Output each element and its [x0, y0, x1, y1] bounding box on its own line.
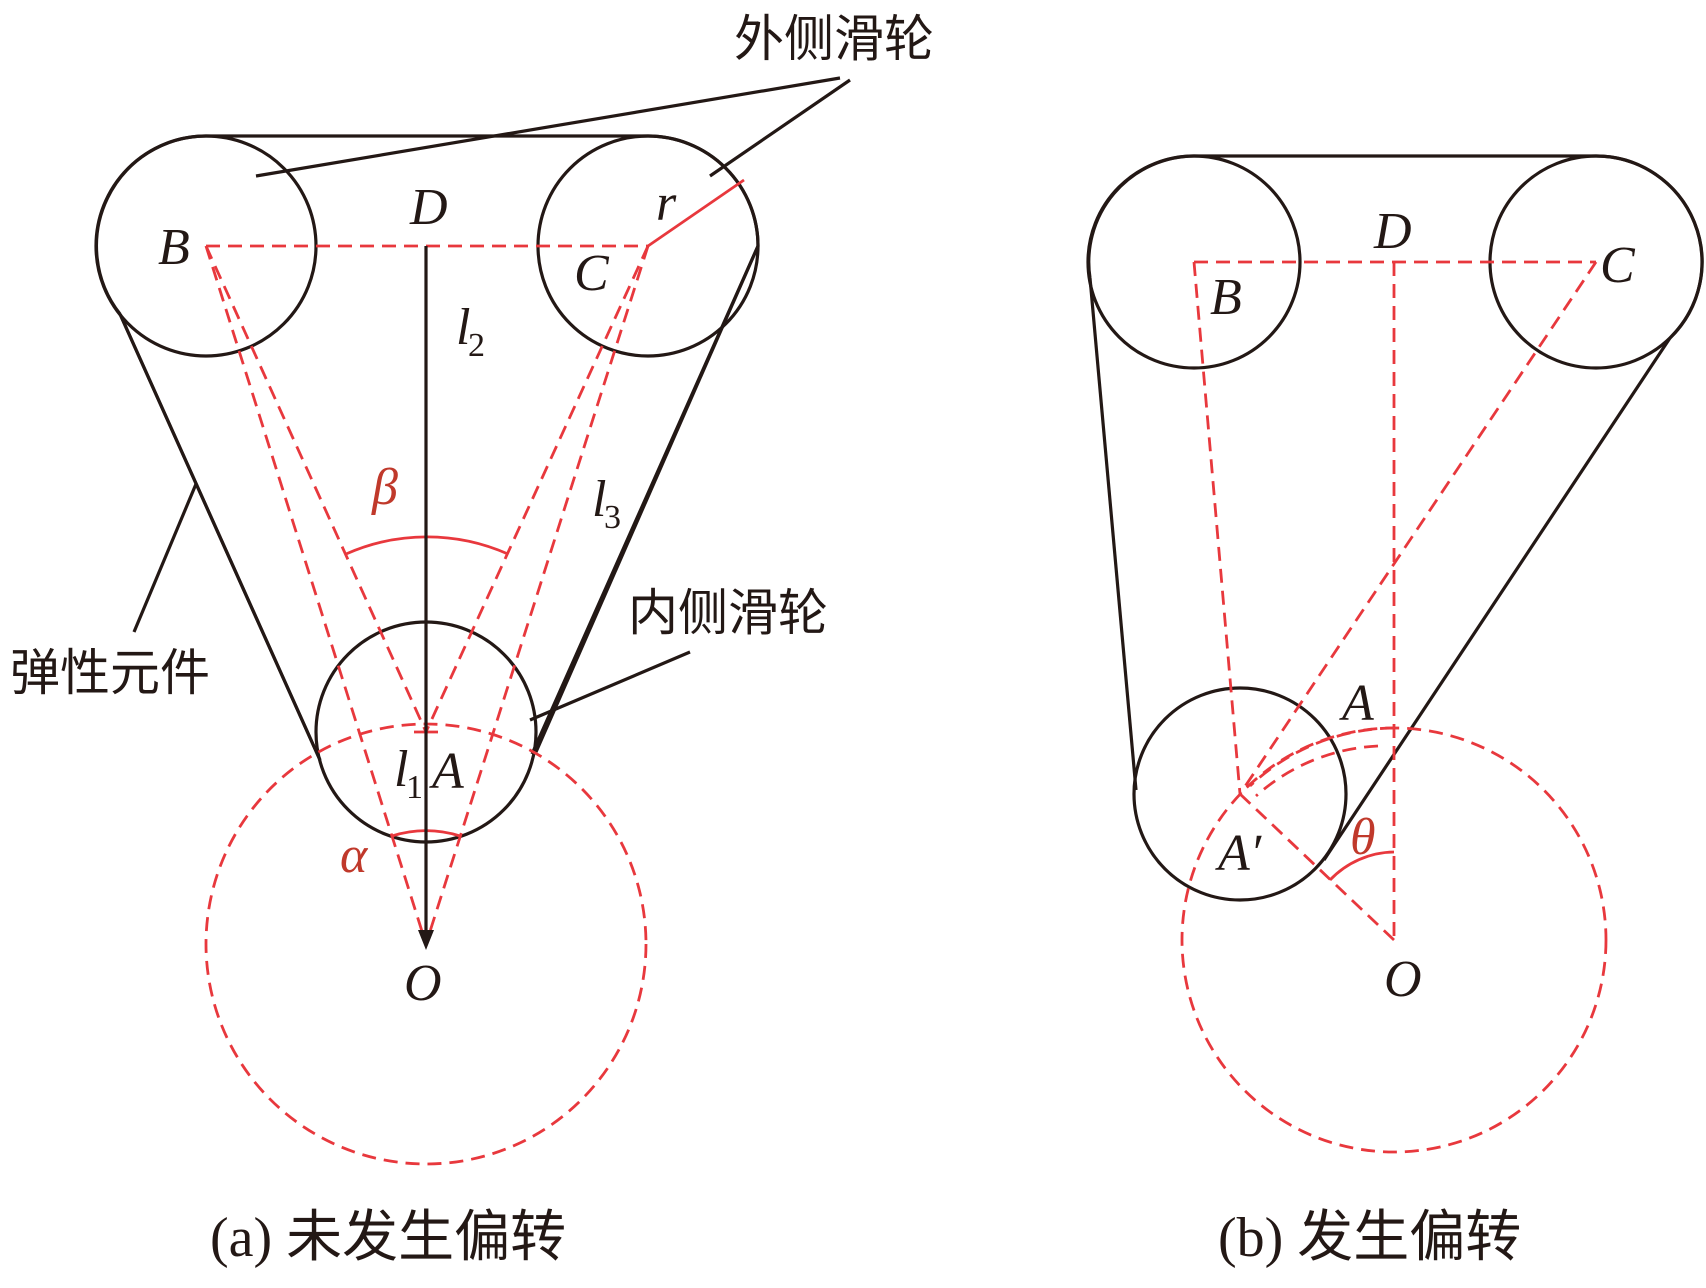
panel-b: B D C A A′ θ O (b) 发生偏转: [1086, 154, 1704, 1269]
label-c: C: [574, 245, 610, 302]
leader-inner: [529, 650, 691, 722]
label-a: A: [429, 743, 464, 800]
belt-left-wrap: [94, 134, 207, 315]
label-l2: l: [456, 299, 470, 356]
leader-elastic: [132, 483, 198, 633]
axis-arrow: [418, 930, 434, 950]
belt-right-wrap-b: [1595, 154, 1704, 340]
label-b: B: [158, 219, 190, 276]
leader-outer-right: [709, 78, 851, 178]
belt-right-tangent: [534, 245, 760, 753]
motion-arc-b: [1249, 726, 1395, 788]
theta-arc: [1328, 850, 1395, 881]
caption-b: (b) 发生偏转: [1218, 1207, 1521, 1269]
line-ca-prime: [1238, 261, 1598, 795]
label-b-b: B: [1210, 269, 1242, 326]
line-oa-prime: [1239, 792, 1395, 942]
label-theta: θ: [1350, 809, 1376, 866]
radius-r: [647, 178, 745, 248]
motion-arc-inner-b: [1255, 744, 1379, 798]
line-ba-prime: [1192, 261, 1242, 795]
inner-pulley-a-b: [1132, 686, 1348, 902]
label-alpha: α: [340, 827, 369, 884]
label-o: O: [404, 955, 442, 1012]
belt-left-tangent-b: [1088, 277, 1138, 791]
caption-a: (a) 未发生偏转: [210, 1207, 566, 1269]
leader-outer-left: [255, 76, 841, 178]
belt-right-tangent-b: [1322, 337, 1672, 861]
label-l1: l: [394, 741, 408, 798]
line-bo: [204, 245, 428, 945]
belt-left-wrap-b: [1087, 154, 1195, 279]
callout-elastic-element: 弹性元件: [10, 644, 210, 702]
label-a-b: A: [1339, 675, 1374, 732]
label-a-prime: A′: [1215, 825, 1263, 882]
label-l3: l: [592, 471, 606, 528]
panel-a: B D C r l 2 l 3 β l 1 A α O 外侧滑轮 内侧滑轮 弹性…: [10, 10, 934, 1269]
label-r: r: [656, 175, 677, 232]
line-co: [424, 245, 650, 945]
label-o-b: O: [1384, 951, 1422, 1008]
label-d-b: D: [1373, 203, 1412, 260]
callout-outer-pulley: 外侧滑轮: [734, 10, 934, 68]
label-beta: β: [371, 459, 398, 516]
line-ca: [424, 245, 650, 733]
label-l3-sub: 3: [604, 499, 621, 536]
label-l1-sub: 1: [406, 769, 423, 806]
label-c-b: C: [1600, 237, 1636, 294]
callout-inner-pulley: 内侧滑轮: [628, 584, 828, 642]
line-ba: [204, 245, 428, 733]
belt-left-tangent: [118, 313, 322, 761]
label-l2-sub: 2: [468, 327, 485, 364]
label-d: D: [409, 179, 448, 236]
